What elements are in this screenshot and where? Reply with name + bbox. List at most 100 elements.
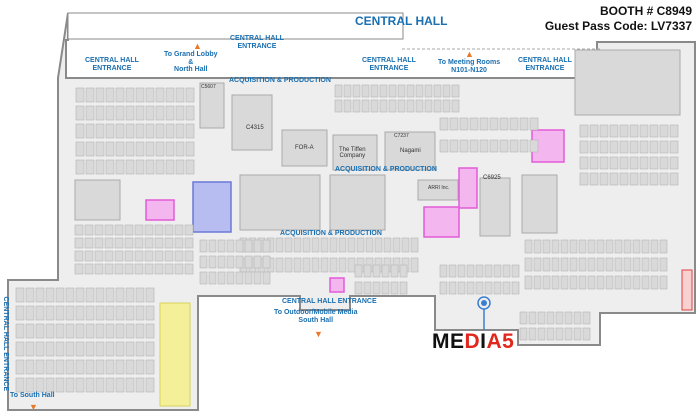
booth[interactable] (135, 341, 145, 357)
booth[interactable] (392, 237, 401, 253)
booth[interactable] (397, 99, 406, 113)
booth[interactable] (629, 156, 639, 170)
booth[interactable] (609, 140, 619, 154)
booth[interactable] (208, 271, 217, 285)
booth[interactable] (499, 117, 509, 131)
booth[interactable] (25, 287, 35, 303)
booth[interactable] (65, 305, 75, 321)
booth[interactable] (579, 140, 589, 154)
booth[interactable] (433, 99, 442, 113)
booth[interactable] (155, 123, 165, 139)
booth[interactable] (641, 239, 650, 254)
booth[interactable] (145, 305, 155, 321)
booth[interactable] (145, 359, 155, 375)
booth[interactable] (649, 156, 659, 170)
booth[interactable] (74, 224, 84, 236)
booth[interactable] (632, 239, 641, 254)
booth[interactable] (135, 123, 145, 139)
booth[interactable] (302, 237, 311, 253)
booth[interactable] (105, 377, 115, 393)
booth[interactable] (329, 257, 338, 273)
booth[interactable] (542, 239, 551, 254)
booth[interactable] (114, 250, 124, 262)
booth[interactable] (125, 341, 135, 357)
booth[interactable] (125, 305, 135, 321)
booth[interactable] (115, 305, 125, 321)
booth[interactable] (442, 99, 451, 113)
booth[interactable] (659, 275, 668, 290)
booth[interactable] (15, 377, 25, 393)
booth[interactable] (105, 341, 115, 357)
booth[interactable] (659, 140, 669, 154)
booth[interactable] (175, 123, 185, 139)
booth[interactable] (134, 237, 144, 249)
booth[interactable] (135, 159, 145, 175)
booth[interactable] (135, 305, 145, 321)
booth[interactable] (669, 156, 679, 170)
booth[interactable] (599, 124, 609, 138)
booth[interactable] (217, 271, 226, 285)
booth[interactable] (185, 123, 195, 139)
booth[interactable] (650, 275, 659, 290)
booth-for-a[interactable] (281, 129, 328, 167)
booth[interactable] (410, 257, 419, 273)
booth[interactable] (623, 257, 632, 272)
booth[interactable] (164, 224, 174, 236)
booth[interactable] (55, 359, 65, 375)
booth[interactable] (587, 275, 596, 290)
booth[interactable] (124, 237, 134, 249)
booth[interactable] (125, 359, 135, 375)
booth-pink-1[interactable] (145, 199, 175, 221)
booth[interactable] (104, 263, 114, 275)
booth[interactable] (65, 377, 75, 393)
booth[interactable] (262, 255, 271, 269)
booth[interactable] (560, 239, 569, 254)
booth[interactable] (579, 172, 589, 186)
booth[interactable] (85, 287, 95, 303)
booth[interactable] (55, 341, 65, 357)
booth[interactable] (641, 257, 650, 272)
booth[interactable] (469, 139, 479, 153)
booth[interactable] (124, 224, 134, 236)
booth[interactable] (175, 87, 185, 103)
booth[interactable] (605, 239, 614, 254)
booth[interactable] (589, 140, 599, 154)
booth[interactable] (114, 224, 124, 236)
booth[interactable] (334, 99, 343, 113)
booth[interactable] (629, 140, 639, 154)
booth[interactable] (144, 237, 154, 249)
booth[interactable] (154, 263, 164, 275)
booth[interactable] (397, 84, 406, 98)
booth[interactable] (145, 159, 155, 175)
booth[interactable] (596, 239, 605, 254)
booth[interactable] (244, 255, 253, 269)
booth-nagami[interactable] (384, 131, 436, 171)
booth[interactable] (629, 124, 639, 138)
booth[interactable] (154, 224, 164, 236)
booth[interactable] (649, 140, 659, 154)
booth[interactable] (659, 156, 669, 170)
booth[interactable] (489, 117, 499, 131)
booth[interactable] (25, 341, 35, 357)
booth[interactable] (433, 84, 442, 98)
booth[interactable] (15, 341, 25, 357)
booth[interactable] (174, 224, 184, 236)
booth[interactable] (546, 311, 555, 325)
booth[interactable] (155, 159, 165, 175)
booth[interactable] (75, 287, 85, 303)
booth[interactable] (632, 275, 641, 290)
booth[interactable] (449, 139, 459, 153)
booth[interactable] (390, 281, 399, 295)
booth[interactable] (533, 257, 542, 272)
booth[interactable] (15, 323, 25, 339)
booth[interactable] (524, 257, 533, 272)
booth[interactable] (226, 271, 235, 285)
booth[interactable] (125, 287, 135, 303)
booth[interactable] (338, 257, 347, 273)
booth[interactable] (459, 139, 469, 153)
booth[interactable] (134, 224, 144, 236)
booth[interactable] (614, 275, 623, 290)
booth[interactable] (451, 84, 460, 98)
booth[interactable] (85, 359, 95, 375)
booth[interactable] (135, 105, 145, 121)
